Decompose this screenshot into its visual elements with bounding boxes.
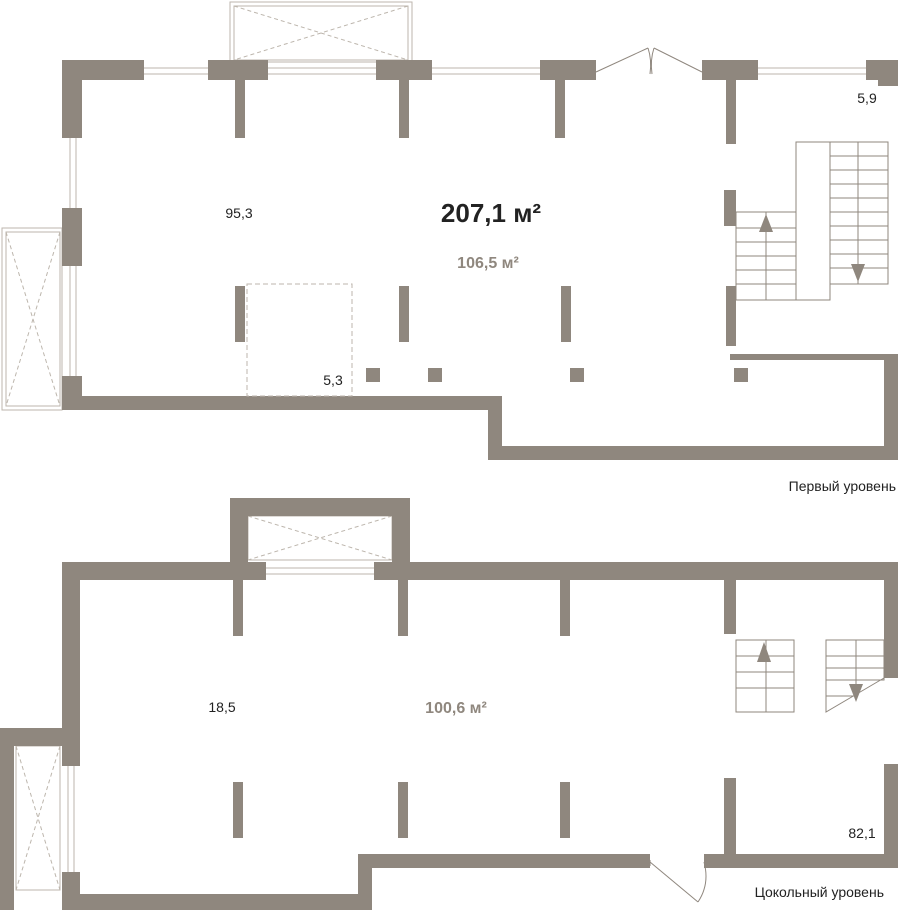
first-level-area-label: 106,5 м² [457, 255, 519, 272]
basement-level-plan [0, 498, 898, 910]
basement-left-lightwell [15, 745, 75, 891]
staircase-basement [735, 639, 885, 713]
dashed-room-outline [246, 283, 353, 397]
stair-arrows-first [759, 214, 865, 282]
room-area-5-3: 5,3 [323, 372, 343, 388]
room-area-82-1: 82,1 [848, 825, 875, 841]
room-area-18-5: 18,5 [208, 699, 235, 715]
room-area-5-9: 5,9 [857, 90, 877, 106]
balcony-top [229, 1, 413, 63]
basement-level-name: Цокольный уровень [755, 884, 884, 900]
entrance-door-top [595, 47, 703, 75]
room-area-95-3: 95,3 [225, 205, 252, 221]
basement-area-label: 100,6 м² [425, 700, 487, 717]
staircase-first-level [735, 141, 889, 301]
balcony-left [1, 227, 63, 411]
left-windows [69, 138, 77, 376]
first-level-plan [1, 1, 898, 460]
basement-top-lightwell [247, 515, 393, 575]
stair-arrows-basement [757, 642, 863, 702]
top-windows [144, 67, 866, 75]
first-level-walls [62, 60, 898, 460]
basement-walls [0, 498, 898, 910]
total-area-label: 207,1 м² [441, 198, 542, 228]
first-level-name: Первый уровень [789, 478, 896, 494]
basement-door [649, 860, 707, 903]
